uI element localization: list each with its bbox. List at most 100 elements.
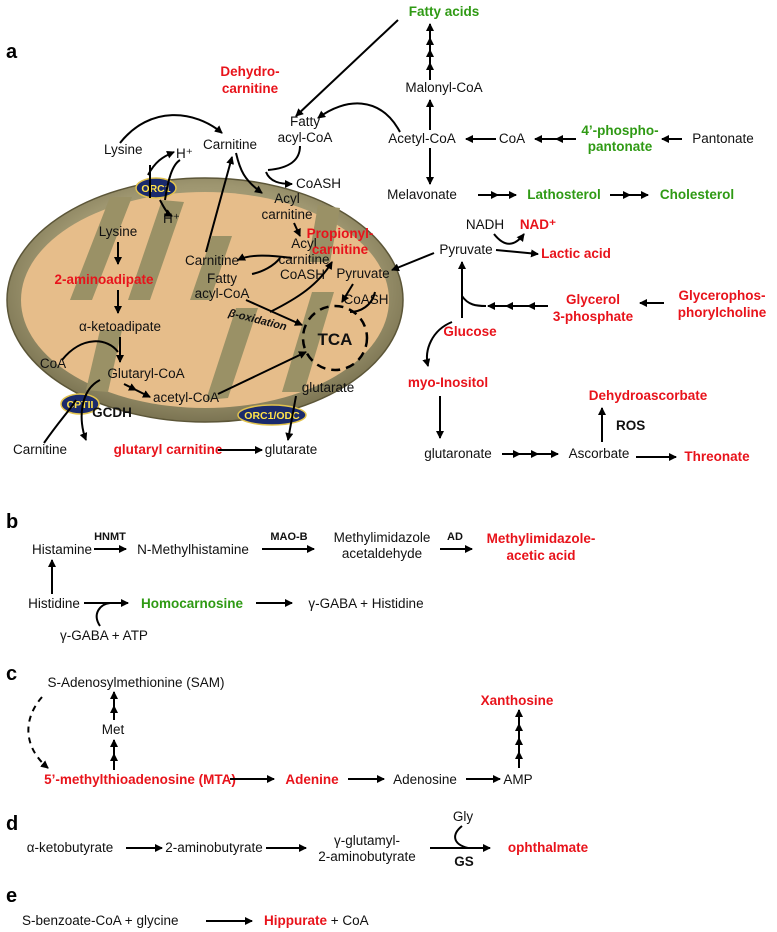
nadh: NADH	[466, 217, 504, 232]
glutarate-inside: glutarate	[302, 380, 355, 395]
glycerol-3-phosphate-line1: Glycerol	[566, 292, 620, 307]
adenosine: Adenosine	[393, 772, 457, 787]
glucose: Glucose	[443, 324, 497, 339]
carnitine-inside: Carnitine	[185, 253, 239, 268]
panel-c-label: c	[6, 663, 17, 685]
fatty-acylcoa-in-1: Fatty	[207, 271, 237, 286]
acyl-carnitine-1b: carnitine	[261, 207, 312, 222]
carnitine-top: Carnitine	[203, 137, 257, 152]
gs-enzyme: GS	[454, 854, 474, 869]
orc1-label: ORC1	[141, 183, 170, 195]
ros: ROS	[616, 418, 645, 433]
dehydroascorbate: Dehydroascorbate	[589, 388, 708, 403]
amp: AMP	[503, 772, 532, 787]
glutaryl-carnitine: glutaryl carnitine	[114, 442, 223, 457]
tca-cycle	[301, 304, 369, 372]
adenine: Adenine	[285, 772, 339, 787]
nad-plus: NAD⁺	[520, 217, 556, 232]
histamine: Histamine	[32, 542, 92, 557]
panel-a-label: a	[6, 41, 18, 63]
fatty-acylcoa-in-2: acyl-CoA	[195, 286, 250, 301]
acyl-carnitine-1a: Acyl	[274, 191, 300, 206]
hippurate: Hippurate	[264, 913, 327, 928]
fatty-acylcoa-top-2: acyl-CoA	[278, 130, 333, 145]
cptii-label: CPTII	[67, 399, 94, 411]
coash-mid: CoASH	[280, 267, 325, 282]
methylimidazole-acetic-acid-line2: acetic acid	[506, 548, 575, 563]
ophthalmate: ophthalmate	[508, 840, 589, 855]
panel-d-arrows	[126, 825, 491, 852]
propionylcarnitine-line2: carnitine	[312, 242, 369, 257]
acetyl-coa-inside: acetyl-CoA	[153, 390, 219, 405]
hippurate-plus-coa: Hippurate + CoA	[264, 913, 369, 928]
methylimidazole-acetaldehyde-line1: Methylimidazole	[334, 530, 431, 545]
cholesterol: Cholesterol	[660, 187, 734, 202]
lysine-inside: Lysine	[99, 224, 138, 239]
panel-c-arrows	[27, 691, 523, 783]
xanthosine: Xanthosine	[481, 693, 554, 708]
acetyl-coa: Acetyl-CoA	[388, 131, 456, 146]
glycerophosphorylcholine-line2: phorylcholine	[678, 305, 767, 320]
fatty-acylcoa-top-1: Fatty	[290, 114, 320, 129]
2-aminoadipate: 2-aminoadipate	[54, 272, 154, 287]
coash-inside: CoASH	[343, 292, 388, 307]
phosphopantonate-line2: pantonate	[588, 139, 653, 154]
orc1-odc-label: ORC1/ODC	[244, 410, 300, 422]
lactic-acid: Lactic acid	[541, 246, 611, 261]
mitochondrion	[6, 177, 404, 423]
orc1-odc-transporter	[237, 404, 307, 426]
dehydrocarnitine-line2: carnitine	[222, 81, 279, 96]
h-plus-bottom: H⁺	[163, 211, 180, 226]
gaba-plus-histidine: γ-GABA + Histidine	[308, 596, 423, 611]
panel-b-label: b	[6, 511, 18, 533]
gamma-glutamyl-2-aminobutyrate-line1: γ-glutamyl-	[334, 833, 400, 848]
histidine: Histidine	[28, 596, 80, 611]
dehydrocarnitine-line1: Dehydro-	[220, 64, 279, 79]
met: Met	[102, 722, 125, 737]
mta: 5’-methylthioadenosine (MTA)	[44, 772, 236, 787]
plus-coa: + CoA	[327, 913, 369, 928]
panel-e-label: e	[6, 885, 17, 907]
glycerophosphorylcholine-line1: Glycerophos-	[678, 288, 765, 303]
propionylcarnitine-line1: Propionyl-	[307, 226, 374, 241]
gamma-glutamyl-2-aminobutyrate-line2: 2-aminobutyrate	[318, 849, 416, 864]
h-plus-top: H⁺	[176, 146, 193, 161]
pyruvate: Pyruvate	[439, 242, 492, 257]
pantonate: Pantonate	[692, 131, 754, 146]
melavonate: Melavonate	[387, 187, 457, 202]
alpha-ketobutyrate: α-ketobutyrate	[27, 840, 114, 855]
benzoate-glycine: S-benzoate-CoA + glycine	[22, 913, 178, 928]
gaba-plus-atp: γ-GABA + ATP	[60, 628, 148, 643]
malonyl-coa: Malonyl-CoA	[405, 80, 482, 95]
tca-label: TCA	[318, 330, 353, 349]
lathosterol: Lathosterol	[527, 187, 601, 202]
lysine-outside: Lysine	[104, 142, 143, 157]
panel-d-label: d	[6, 813, 18, 835]
coa: CoA	[499, 131, 525, 146]
methylimidazole-acetaldehyde-line2: acetaldehyde	[342, 546, 422, 561]
panel-a-arrows	[43, 19, 682, 461]
alpha-ketoadipate: α-ketoadipate	[79, 319, 161, 334]
ascorbate: Ascorbate	[569, 446, 630, 461]
mao-b-enzyme: MAO-B	[270, 531, 307, 543]
gcdh-enzyme: GCDH	[92, 405, 132, 420]
panel-b-arrows	[48, 545, 473, 627]
fatty-acids: Fatty acids	[409, 4, 480, 19]
s-adenosylmethionine: S-Adenosylmethionine (SAM)	[47, 675, 224, 690]
glycine: Gly	[453, 809, 474, 824]
threonate: Threonate	[684, 449, 750, 464]
glutaronate: glutaronate	[424, 446, 492, 461]
glutaryl-coa: Glutaryl-CoA	[107, 366, 184, 381]
phosphopantonate-line1: 4’-phospho-	[581, 123, 658, 138]
n-methylhistamine: N-Methylhistamine	[137, 542, 249, 557]
coash-top: CoASH	[296, 176, 341, 191]
coa-inside: CoA	[40, 356, 66, 371]
ad-enzyme: AD	[447, 531, 463, 543]
glycerol-3-phosphate-line2: 3-phosphate	[553, 309, 634, 324]
methylimidazole-acetic-acid-line1: Methylimidazole-	[487, 531, 596, 546]
carnitine-bottom: Carnitine	[13, 442, 67, 457]
myo-inositol: myo-Inositol	[408, 375, 488, 390]
acyl-carnitine-2b: carnitine	[278, 252, 329, 267]
2-aminobutyrate: 2-aminobutyrate	[165, 840, 263, 855]
